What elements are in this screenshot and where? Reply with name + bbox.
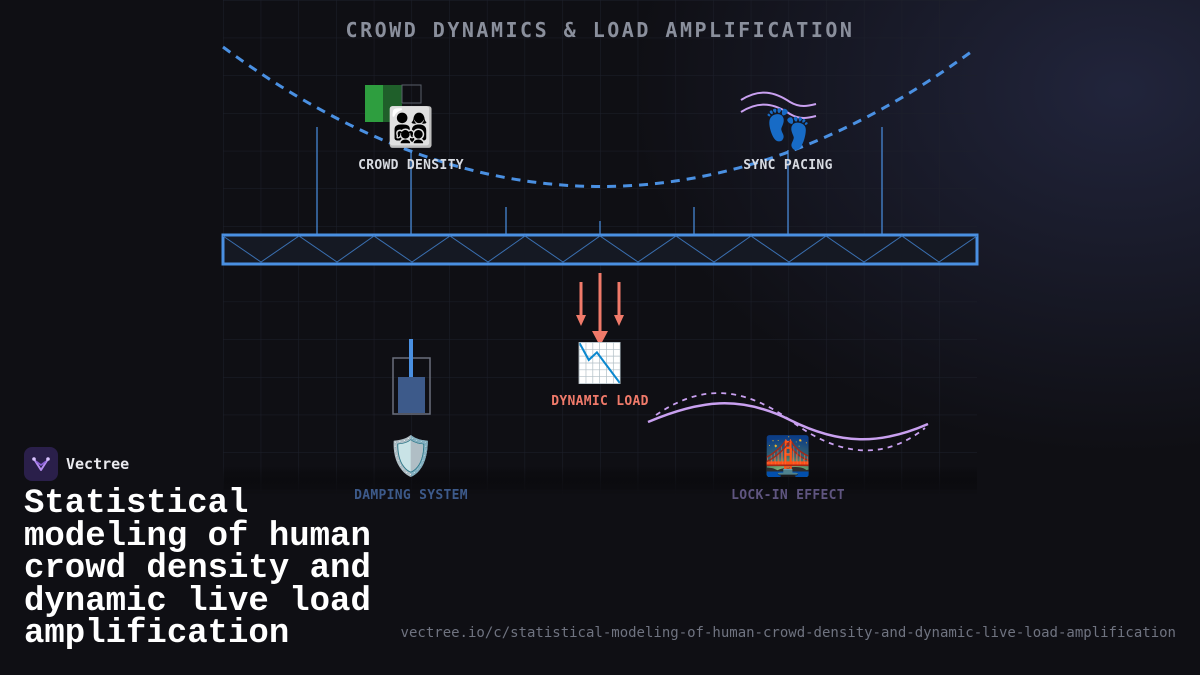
bridge-deck <box>221 233 979 266</box>
lock-in-waves <box>647 392 929 452</box>
diagram-title: CROWD DYNAMICS & LOAD AMPLIFICATION <box>345 18 855 42</box>
bridge-at-night-icon: 🌉 <box>764 434 812 478</box>
dynamic-load-label: DYNAMIC LOAD <box>551 394 649 409</box>
vectree-logo-icon <box>24 447 58 481</box>
chart-decreasing-icon: 📉 <box>576 341 624 385</box>
brand-name: Vectree <box>66 455 130 473</box>
sync-pacing-label: SYNC PACING <box>743 158 833 173</box>
density-grid-icon <box>365 84 422 122</box>
footprints-icon: 👣 <box>764 107 812 151</box>
headline: Statistical modeling of human crowd dens… <box>24 485 371 653</box>
damping-system-label: DAMPING SYSTEM <box>354 488 468 503</box>
piers <box>373 264 827 565</box>
sync-wave-icon <box>740 91 817 119</box>
page-url[interactable]: vectree.io/c/statistical-modeling-of-hum… <box>400 625 1176 641</box>
shield-icon: 🛡️ <box>387 434 435 478</box>
suspension-cable <box>222 45 976 188</box>
load-arrows <box>576 273 624 346</box>
family-icon: 👨‍👩‍👧‍👦 <box>387 105 435 149</box>
lock-in-effect-label: LOCK-IN EFFECT <box>731 488 845 503</box>
damper-icon <box>392 339 431 415</box>
crowd-density-label: CROWD DENSITY <box>358 158 464 173</box>
brand[interactable]: Vectree <box>24 447 129 481</box>
